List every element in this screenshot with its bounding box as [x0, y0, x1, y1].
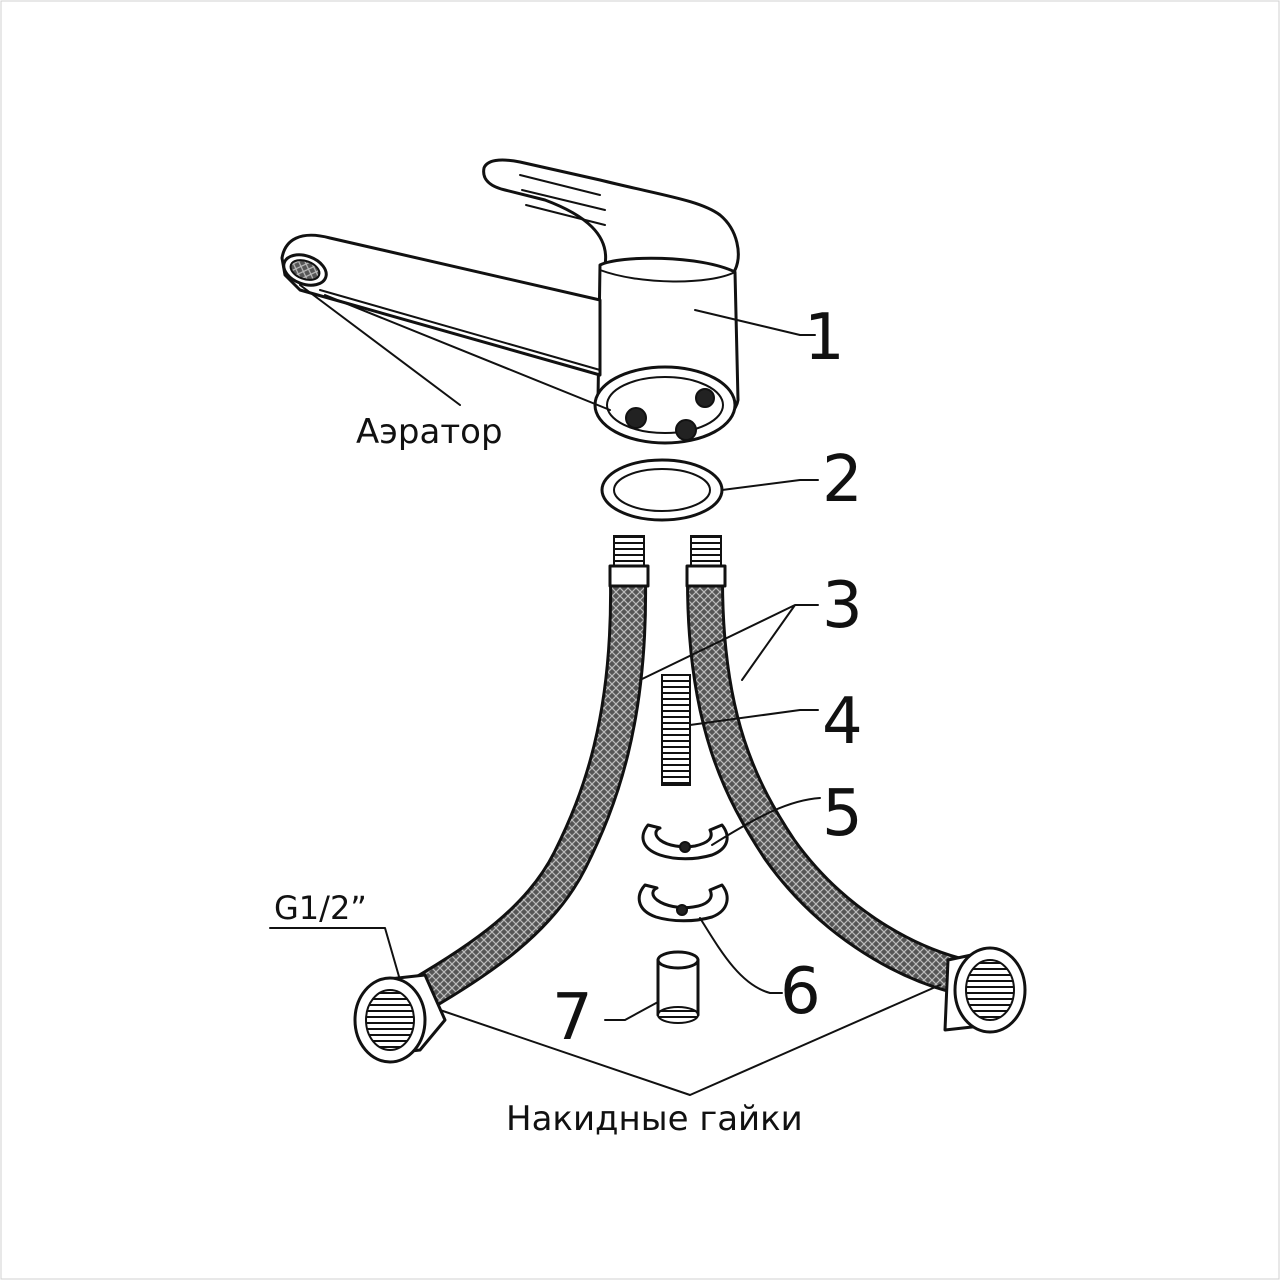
part-number-7: 7 [552, 981, 593, 1055]
faucet-base [593, 365, 737, 445]
leader-6 [699, 917, 783, 994]
leader-5 [711, 797, 821, 846]
leader-7 [604, 1001, 659, 1021]
nut-right [943, 946, 1027, 1034]
leader-aerator [299, 284, 611, 411]
part-number-4: 4 [822, 685, 863, 759]
flex-hoses [410, 535, 961, 1012]
faucet-lever [482, 158, 740, 282]
bushing [604, 950, 700, 1024]
horseshoe-washer [641, 797, 821, 861]
nut-left [353, 973, 447, 1064]
faucet-spout [280, 233, 602, 377]
part-number-5: 5 [822, 777, 863, 851]
base-hole-3 [695, 388, 715, 408]
aerator-mesh [289, 259, 321, 281]
gasket-ring [600, 458, 819, 522]
faucet-base-inner [606, 376, 724, 434]
nuts-label: Накидные гайки [506, 1099, 803, 1139]
leader-nuts [439, 984, 941, 1096]
part-number-6: 6 [780, 955, 821, 1029]
spout-edge [319, 289, 601, 371]
lever-grooves [519, 174, 606, 226]
aerator-label: Аэратор [356, 412, 503, 452]
support-washer [637, 883, 783, 994]
part-number-1: 1 [804, 301, 845, 375]
threaded-stud [661, 674, 819, 786]
base-hole-2 [675, 419, 697, 441]
faucet-body [280, 158, 816, 445]
leader-1 [694, 309, 816, 336]
leader-3 [639, 604, 819, 681]
thread-label: G1/2” [274, 889, 367, 927]
leader-2 [721, 479, 819, 491]
part-number-2: 2 [822, 443, 863, 517]
leader-thread [269, 927, 401, 981]
cylinder-top-edge [599, 269, 736, 283]
base-hole-1 [625, 407, 647, 429]
leader-4 [689, 709, 819, 726]
part-number-3: 3 [822, 569, 863, 643]
